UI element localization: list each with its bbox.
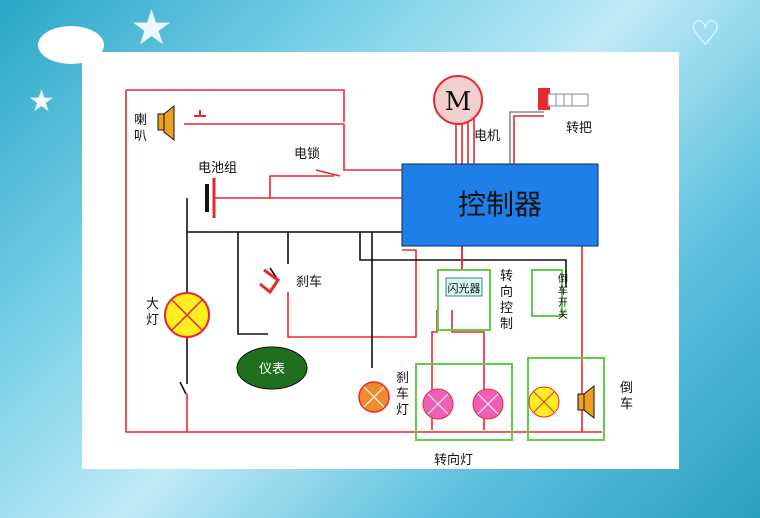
star-decoration: ★ [130,0,174,56]
throttle-label: 转把 [566,121,592,136]
reverse-box [527,357,605,441]
reverse-light-icon [528,386,560,418]
throttle-icon [538,88,589,110]
brake-light-label-2: 车 [396,386,409,402]
reverse-switch-label-3: 开 [558,298,568,309]
wire [125,90,182,433]
wire [179,332,188,395]
controller-box [401,163,599,247]
turn-control-label-3: 控 [500,301,513,316]
wire [126,89,345,122]
headlight-label-1: 大 [146,297,159,312]
headlight-label-2: 灯 [146,313,159,328]
flasher-icon [445,277,483,297]
turn-control-label-4: 制 [500,317,513,332]
brake-light-label-1: 刹 [396,371,409,386]
reverse-switch-box [531,269,563,317]
reverse-switch-label-1: 倒 [558,273,568,285]
brake-lever-icon [259,268,281,295]
wire [269,232,289,281]
diagram-panel: M 控制器 仪表 闪光器 [82,52,679,469]
reverse-switch-label-4: 关 [558,308,568,321]
battery-icon [205,178,216,218]
turn-light-left-icon [422,388,454,420]
flasher-box [437,269,491,331]
turn-control-label-2: 向 [500,284,513,300]
flasher-label: 闪光器 [448,281,481,295]
horn-label-2: 叭 [134,129,147,144]
lock-label: 电锁 [294,146,320,162]
wire [237,232,268,335]
brake-light-icon [358,381,390,413]
wiring-diagram: M 控制器 仪表 闪光器 [125,75,633,468]
turn-lights-label: 转向灯 [434,452,473,468]
motor-symbol: M [445,87,472,117]
turn-lights-box [415,363,513,441]
brake-light-label-3: 灯 [396,403,409,418]
wire [343,124,402,171]
brake-label: 刹车 [296,274,322,290]
headlight-icon [164,292,210,338]
wire [509,111,544,164]
reverse-buzzer-icon [577,384,595,420]
wire [269,169,341,198]
wire [359,232,567,287]
battery-label: 电池组 [198,161,237,176]
wire [455,102,475,164]
controller-label: 控制器 [458,188,542,221]
wire [287,249,417,338]
meter-label: 仪表 [259,362,285,377]
heart-decoration: ♡ [690,14,721,54]
reverse-label-1: 倒 [620,381,633,396]
meter-icon [236,346,308,390]
turn-control-label-1: 转 [500,269,513,284]
wire [513,115,544,164]
reverse-switch-label-2: 车 [558,284,568,297]
star-decoration: ★ [28,84,55,119]
reverse-label-2: 车 [620,396,633,412]
motor-label: 电机 [474,129,500,144]
turn-light-right-icon [472,388,504,420]
motor-icon: M [433,75,483,125]
horn-button-icon [194,110,206,117]
horn-icon [157,104,175,142]
horn-label-1: 喇 [134,113,147,128]
